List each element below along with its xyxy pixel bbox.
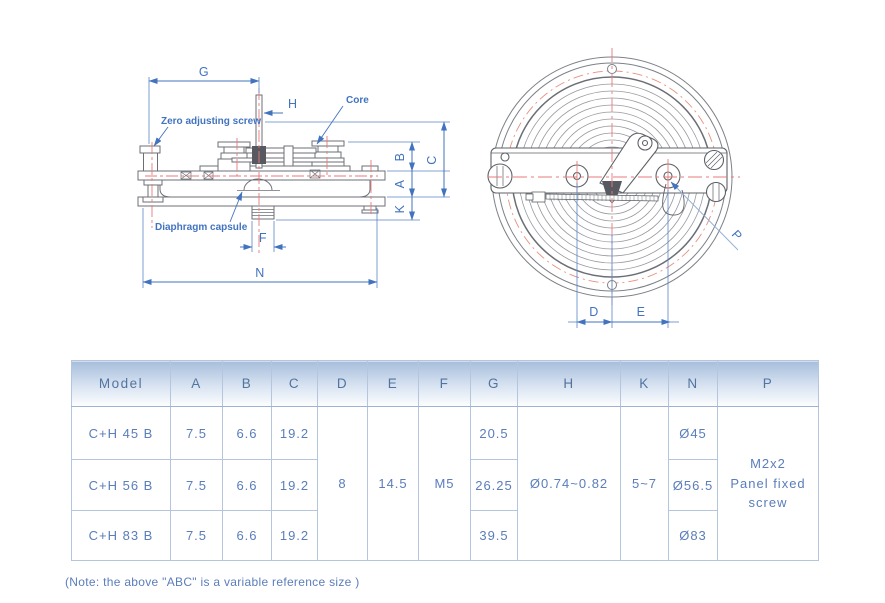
p-line-1: M2x2 <box>750 456 786 472</box>
dim-label-d: D <box>589 305 599 319</box>
core-clamp-front <box>602 181 622 197</box>
cell-g: 20.5 <box>470 406 518 460</box>
cell-d-shared: 8 <box>317 406 368 561</box>
cell-model: C+H 83 B <box>71 510 171 561</box>
panel-screw-right-bottom <box>705 181 727 203</box>
technical-drawing: G H Core Zero adjusting screw Diaphragm … <box>137 48 745 328</box>
movement-mechanism <box>180 94 351 180</box>
dim-label-b: B <box>393 153 407 162</box>
col-header-b: B <box>222 360 272 407</box>
cell-h-shared: Ø0.74~0.82 <box>517 406 621 561</box>
core-label: Core <box>346 95 369 106</box>
cell-n: Ø56.5 <box>668 459 718 511</box>
cell-a: 7.5 <box>170 510 223 561</box>
table-row: C+H 45 B 7.5 6.6 19.2 8 14.5 M5 20.5 Ø0.… <box>71 406 819 561</box>
table-row: C+H 83 B 7.5 6.6 19.2 39.5 Ø83 <box>71 510 819 561</box>
cell-model: C+H 45 B <box>71 406 171 460</box>
panel-screw-left <box>487 163 513 189</box>
dim-label-p: P <box>729 227 745 243</box>
col-header-d: D <box>317 360 368 407</box>
zero-screw-label: Zero adjusting screw <box>161 116 261 127</box>
table-row: C+H 56 B 7.5 6.6 19.2 26.25 Ø56.5 <box>71 459 819 511</box>
front-view: D E P <box>487 48 745 328</box>
dim-label-k: K <box>393 204 407 213</box>
p-line-2: Panel fixed <box>730 475 806 491</box>
col-header-g: G <box>470 360 518 407</box>
cell-model: C+H 56 B <box>71 459 171 511</box>
right-mount-screw <box>361 165 379 214</box>
cell-a: 7.5 <box>170 459 223 511</box>
dim-label-f: F <box>259 231 267 245</box>
dim-label-h: H <box>288 97 298 111</box>
cell-g: 26.25 <box>470 459 518 511</box>
col-header-h: H <box>517 360 621 407</box>
dim-label-e: E <box>637 305 646 319</box>
cell-k-shared: 5~7 <box>620 406 669 561</box>
col-header-n: N <box>668 360 718 407</box>
cell-p-shared: M2x2 Panel fixed screw <box>717 406 819 561</box>
capsule-body <box>137 170 386 220</box>
cell-e-shared: 14.5 <box>367 406 419 561</box>
cell-c: 19.2 <box>271 406 318 460</box>
centerlines-side <box>145 88 378 254</box>
footnote: (Note: the above "ABC" is a variable ref… <box>65 575 360 589</box>
col-header-k: K <box>620 360 669 407</box>
dimension-table: Model A B C D E F G H K N P C+H 45 B 7.5… <box>71 360 819 561</box>
dim-label-g: G <box>199 65 209 79</box>
cell-b: 6.6 <box>222 459 272 511</box>
col-header-c: C <box>271 360 318 407</box>
cell-b: 6.6 <box>222 406 272 460</box>
table-header-row: Model A B C D E F G H K N P <box>71 360 819 407</box>
col-header-e: E <box>367 360 419 407</box>
cell-n: Ø45 <box>668 406 718 460</box>
zero-adjusting-screw <box>139 145 164 203</box>
dimensions-front <box>568 181 739 328</box>
cell-f-shared: M5 <box>418 406 471 561</box>
col-header-f: F <box>418 360 471 407</box>
diaphragm-label: Diaphragm capsule <box>155 222 248 233</box>
side-view: G H Core Zero adjusting screw Diaphragm … <box>137 65 450 288</box>
p-line-3: screw <box>748 495 788 511</box>
cell-b: 6.6 <box>222 510 272 561</box>
col-header-a: A <box>170 360 223 407</box>
dim-label-c: C <box>425 155 439 165</box>
dim-label-n: N <box>255 266 265 280</box>
dim-label-a: A <box>393 179 407 188</box>
col-header-p: P <box>717 360 819 407</box>
hook-link <box>662 183 685 216</box>
cell-a: 7.5 <box>170 406 223 460</box>
dimensions-side <box>142 77 450 288</box>
col-header-model: Model <box>71 360 171 407</box>
cell-n: Ø83 <box>668 510 718 561</box>
cell-g: 39.5 <box>470 510 518 561</box>
cell-c: 19.2 <box>271 459 318 511</box>
cell-c: 19.2 <box>271 510 318 561</box>
